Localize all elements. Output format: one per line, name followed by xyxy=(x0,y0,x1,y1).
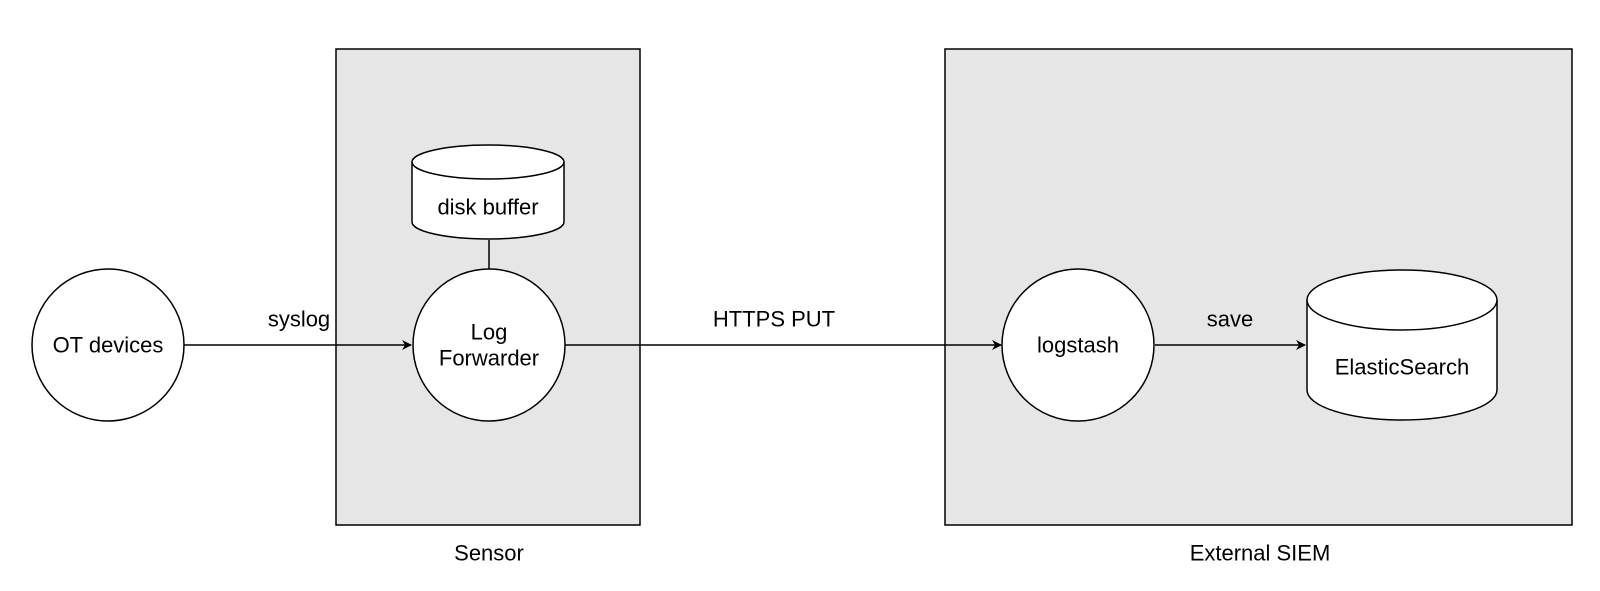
ot-devices-label: OT devices xyxy=(53,333,164,358)
sensor-label: Sensor xyxy=(454,541,524,566)
disk-buffer-label: disk buffer xyxy=(437,195,538,220)
elasticsearch-label: ElasticSearch xyxy=(1335,355,1470,380)
https-put-edge-label: HTTPS PUT xyxy=(713,307,835,332)
log-forwarder-label-line1: Log xyxy=(471,320,508,345)
disk-buffer-node xyxy=(411,144,565,240)
ot-devices-node xyxy=(31,268,185,422)
log-forwarder-label-line2: Forwarder xyxy=(439,346,539,371)
save-edge-label: save xyxy=(1207,307,1253,332)
external-siem-label: External SIEM xyxy=(1190,541,1331,566)
logstash-node xyxy=(1001,268,1155,422)
log-forwarder-node xyxy=(412,268,566,422)
elasticsearch-node xyxy=(1306,269,1498,421)
syslog-edge-label: syslog xyxy=(268,307,330,332)
logstash-label: logstash xyxy=(1037,333,1119,358)
